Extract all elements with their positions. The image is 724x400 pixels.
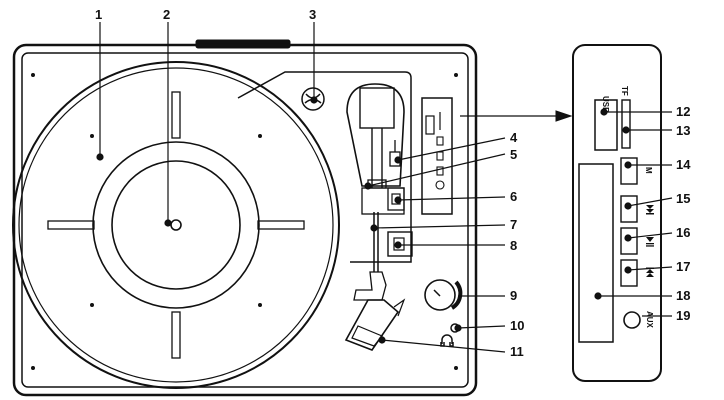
callout-6: 6 <box>510 189 517 204</box>
callout-10: 10 <box>510 318 524 333</box>
skip-next-icon <box>646 205 654 215</box>
aux-jack <box>623 311 641 329</box>
headphone-jack <box>440 323 460 347</box>
tonearm-assembly <box>344 83 413 351</box>
callout-11: 11 <box>510 344 524 359</box>
display-window <box>578 163 614 343</box>
callout-numbers: 1 2 3 4 5 6 7 8 9 10 11 12 13 14 15 16 1… <box>95 7 691 359</box>
callout-3: 3 <box>309 7 316 22</box>
prev-button <box>620 259 638 287</box>
callout-8: 8 <box>510 238 517 253</box>
callout-2: 2 <box>163 7 170 22</box>
tf-slot <box>621 99 631 149</box>
aux-label: AUX <box>645 311 654 329</box>
turntable-body <box>12 39 478 397</box>
callout-18: 18 <box>676 288 690 303</box>
play-pause-button <box>620 227 638 255</box>
callout-19: 19 <box>676 308 690 323</box>
headshell <box>344 299 400 351</box>
speed-switch <box>387 231 413 257</box>
deck-control-strip <box>421 97 453 215</box>
side-panel <box>572 44 662 382</box>
panel-pointer-arrow <box>460 110 573 122</box>
usb-port <box>594 99 618 151</box>
callout-16: 16 <box>676 225 690 240</box>
usb-label: USB <box>601 96 610 113</box>
callout-7: 7 <box>510 217 517 232</box>
mode-button <box>620 157 638 185</box>
headphone-icon <box>440 334 454 347</box>
screws <box>31 73 458 370</box>
tonearm-plate <box>237 71 412 263</box>
play-pause-icon <box>646 237 654 247</box>
callout-15: 15 <box>676 191 690 206</box>
callout-14: 14 <box>676 157 691 172</box>
volume-knob <box>424 279 463 311</box>
callout-5: 5 <box>510 147 517 162</box>
callout-17: 17 <box>676 259 690 274</box>
mode-label: M <box>644 167 653 174</box>
callout-9: 9 <box>510 288 517 303</box>
next-button <box>620 195 638 223</box>
callout-4: 4 <box>510 130 518 145</box>
leader-lines <box>96 22 673 353</box>
callout-12: 12 <box>676 104 690 119</box>
tf-label: TF <box>620 86 629 96</box>
inner-deck <box>21 52 469 388</box>
platter <box>12 61 340 389</box>
spindle <box>170 219 182 231</box>
callout-1: 1 <box>95 7 102 22</box>
callout-13: 13 <box>676 123 690 138</box>
